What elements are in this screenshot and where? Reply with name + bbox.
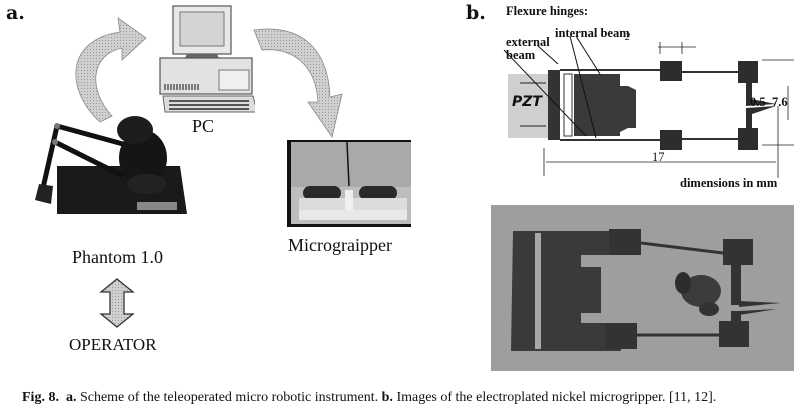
- pc-computer-icon: [159, 5, 255, 113]
- phantom-haptic-device-icon: [35, 116, 187, 214]
- units-label: dimensions in mm: [680, 176, 778, 190]
- microgripper-label: Micrograipper: [288, 235, 392, 255]
- figure-caption: Fig. 8. a. Scheme of the teleoperated mi…: [22, 390, 716, 406]
- microgripper-ant-photo: [491, 205, 794, 371]
- caption-a-label: a.: [65, 390, 77, 405]
- operator-label: OPERATOR: [69, 335, 157, 354]
- dim-gap-label: 0.5: [750, 95, 766, 109]
- pzt-label: PZT: [512, 94, 542, 110]
- caption-fig-number: Fig. 8.: [22, 390, 59, 405]
- curved-arrow-icon: [253, 28, 343, 138]
- caption-a-text: Scheme of the teleoperated micro robotic…: [79, 390, 379, 405]
- panel-b-label: b.: [466, 2, 486, 24]
- double-arrow-icon: [99, 278, 135, 328]
- caption-b-label: b.: [381, 390, 393, 405]
- panel-a-label: a.: [6, 2, 25, 24]
- microgripper-schematic: [503, 35, 794, 178]
- caption-b-text: Images of the electroplated nickel micro…: [396, 390, 717, 405]
- curved-arrow-icon: [75, 17, 147, 123]
- dim-height-label: 7.6: [772, 95, 788, 109]
- phantom-label: Phantom 1.0: [72, 247, 164, 267]
- microgripper-photo: [287, 140, 411, 227]
- flexure-hinges-title: Flexure hinges:: [506, 4, 589, 18]
- internal-beam-label: internal beam: [555, 26, 630, 40]
- dim-length-label: 17: [652, 150, 665, 164]
- pc-label: PC: [192, 116, 215, 136]
- external-beam-label: external beam: [506, 35, 550, 62]
- dim-hinge-label: 2: [625, 32, 630, 43]
